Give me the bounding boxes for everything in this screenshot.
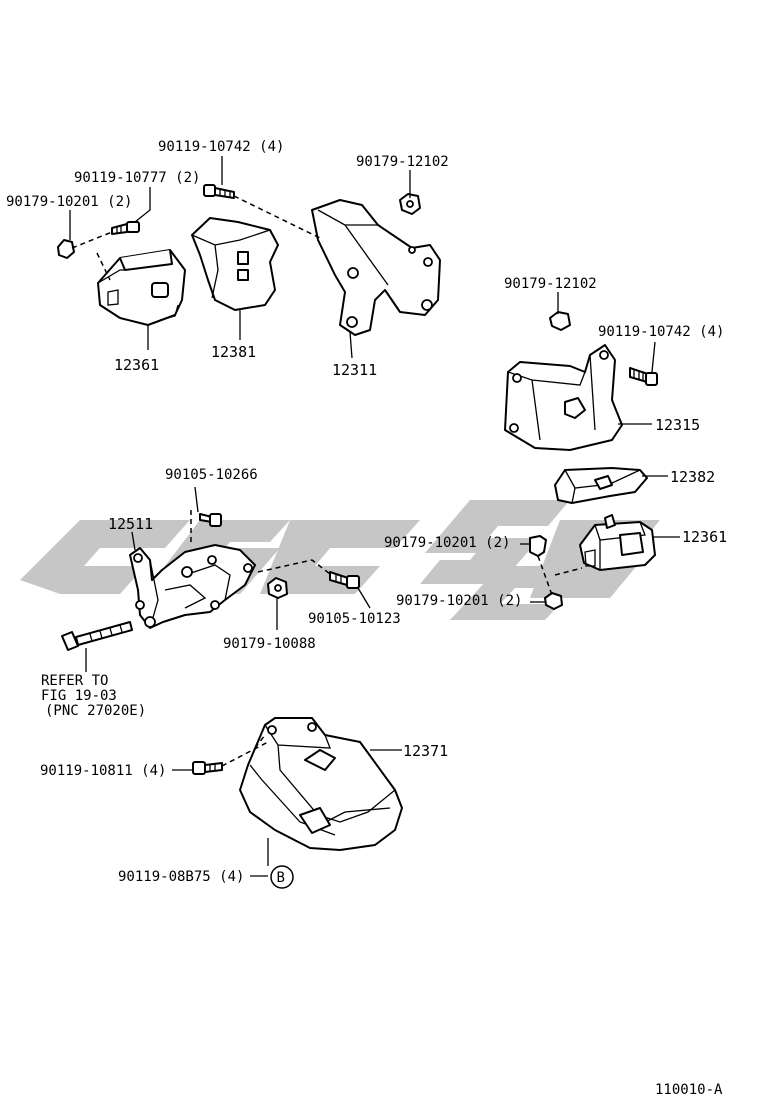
label-90119-10777: 90119-10777 (2)	[74, 170, 200, 186]
label-refer-line1: REFER TO	[41, 673, 108, 689]
label-90179-10201-top: 90179-10201 (2)	[6, 194, 132, 210]
label-12381: 12381	[211, 343, 256, 361]
part-12381	[191, 217, 279, 311]
nut-90179-10201-top	[57, 239, 75, 259]
label-12361-right: 12361	[682, 528, 727, 546]
nut-90179-10088	[267, 577, 288, 599]
label-12371: 12371	[403, 742, 448, 760]
part-12371	[239, 717, 403, 851]
leader-lines	[69, 156, 680, 877]
label-refer-line3: (PNC 27020E)	[45, 703, 146, 719]
bolt-90119-10742-right	[629, 367, 658, 386]
label-90179-10201-mid: 90179-10201 (2)	[384, 535, 510, 551]
label-90105-10266: 90105-10266	[165, 467, 258, 483]
bolt-90119-10811	[192, 761, 223, 775]
label-90105-10123: 90105-10123	[308, 611, 401, 627]
nut-90179-12102-right	[549, 311, 571, 331]
bolt-90105-10123	[329, 571, 360, 589]
part-12311	[311, 199, 441, 336]
bolt-90105-10266	[199, 513, 222, 527]
nut-90179-12102-top	[399, 193, 421, 215]
nut-90179-10201-low	[544, 592, 563, 610]
label-90119-10811: 90119-10811 (4)	[40, 763, 166, 779]
label-12311: 12311	[332, 361, 377, 379]
label-90179-10201-low: 90179-10201 (2)	[396, 593, 522, 609]
bolt-90179-10201-mid	[529, 535, 547, 557]
bolt-90119-10777	[111, 221, 140, 235]
label-refer-line2: FIG 19-03	[41, 688, 117, 704]
part-labels: 90119-10742 (4) 90119-10777 (2) 90179-10…	[6, 139, 727, 1098]
part-12315	[504, 344, 623, 451]
assembly-dashed-lines	[71, 195, 583, 767]
part-12382	[554, 467, 648, 504]
label-90119-08b75: 90119-08B75 (4)	[118, 869, 244, 885]
part-12511	[129, 544, 256, 629]
label-90119-10742-right: 90119-10742 (4)	[598, 324, 724, 340]
part-12361-right	[579, 514, 656, 571]
label-90179-12102-right: 90179-12102	[504, 276, 597, 292]
diagram-id: 110010-A	[655, 1082, 723, 1098]
label-90179-10088: 90179-10088	[223, 636, 316, 652]
part-12361-left	[97, 249, 186, 326]
callout-b-letter: B	[277, 870, 285, 886]
long-bolt-refer	[61, 621, 133, 651]
label-90179-12102-top: 90179-12102	[356, 154, 449, 170]
bolt-90119-10742-top	[203, 184, 235, 199]
label-12511: 12511	[108, 515, 153, 533]
label-90119-10742-top: 90119-10742 (4)	[158, 139, 284, 155]
callout-b-circle	[270, 865, 294, 889]
label-12315: 12315	[655, 416, 700, 434]
label-12361-left: 12361	[114, 356, 159, 374]
label-12382: 12382	[670, 468, 715, 486]
